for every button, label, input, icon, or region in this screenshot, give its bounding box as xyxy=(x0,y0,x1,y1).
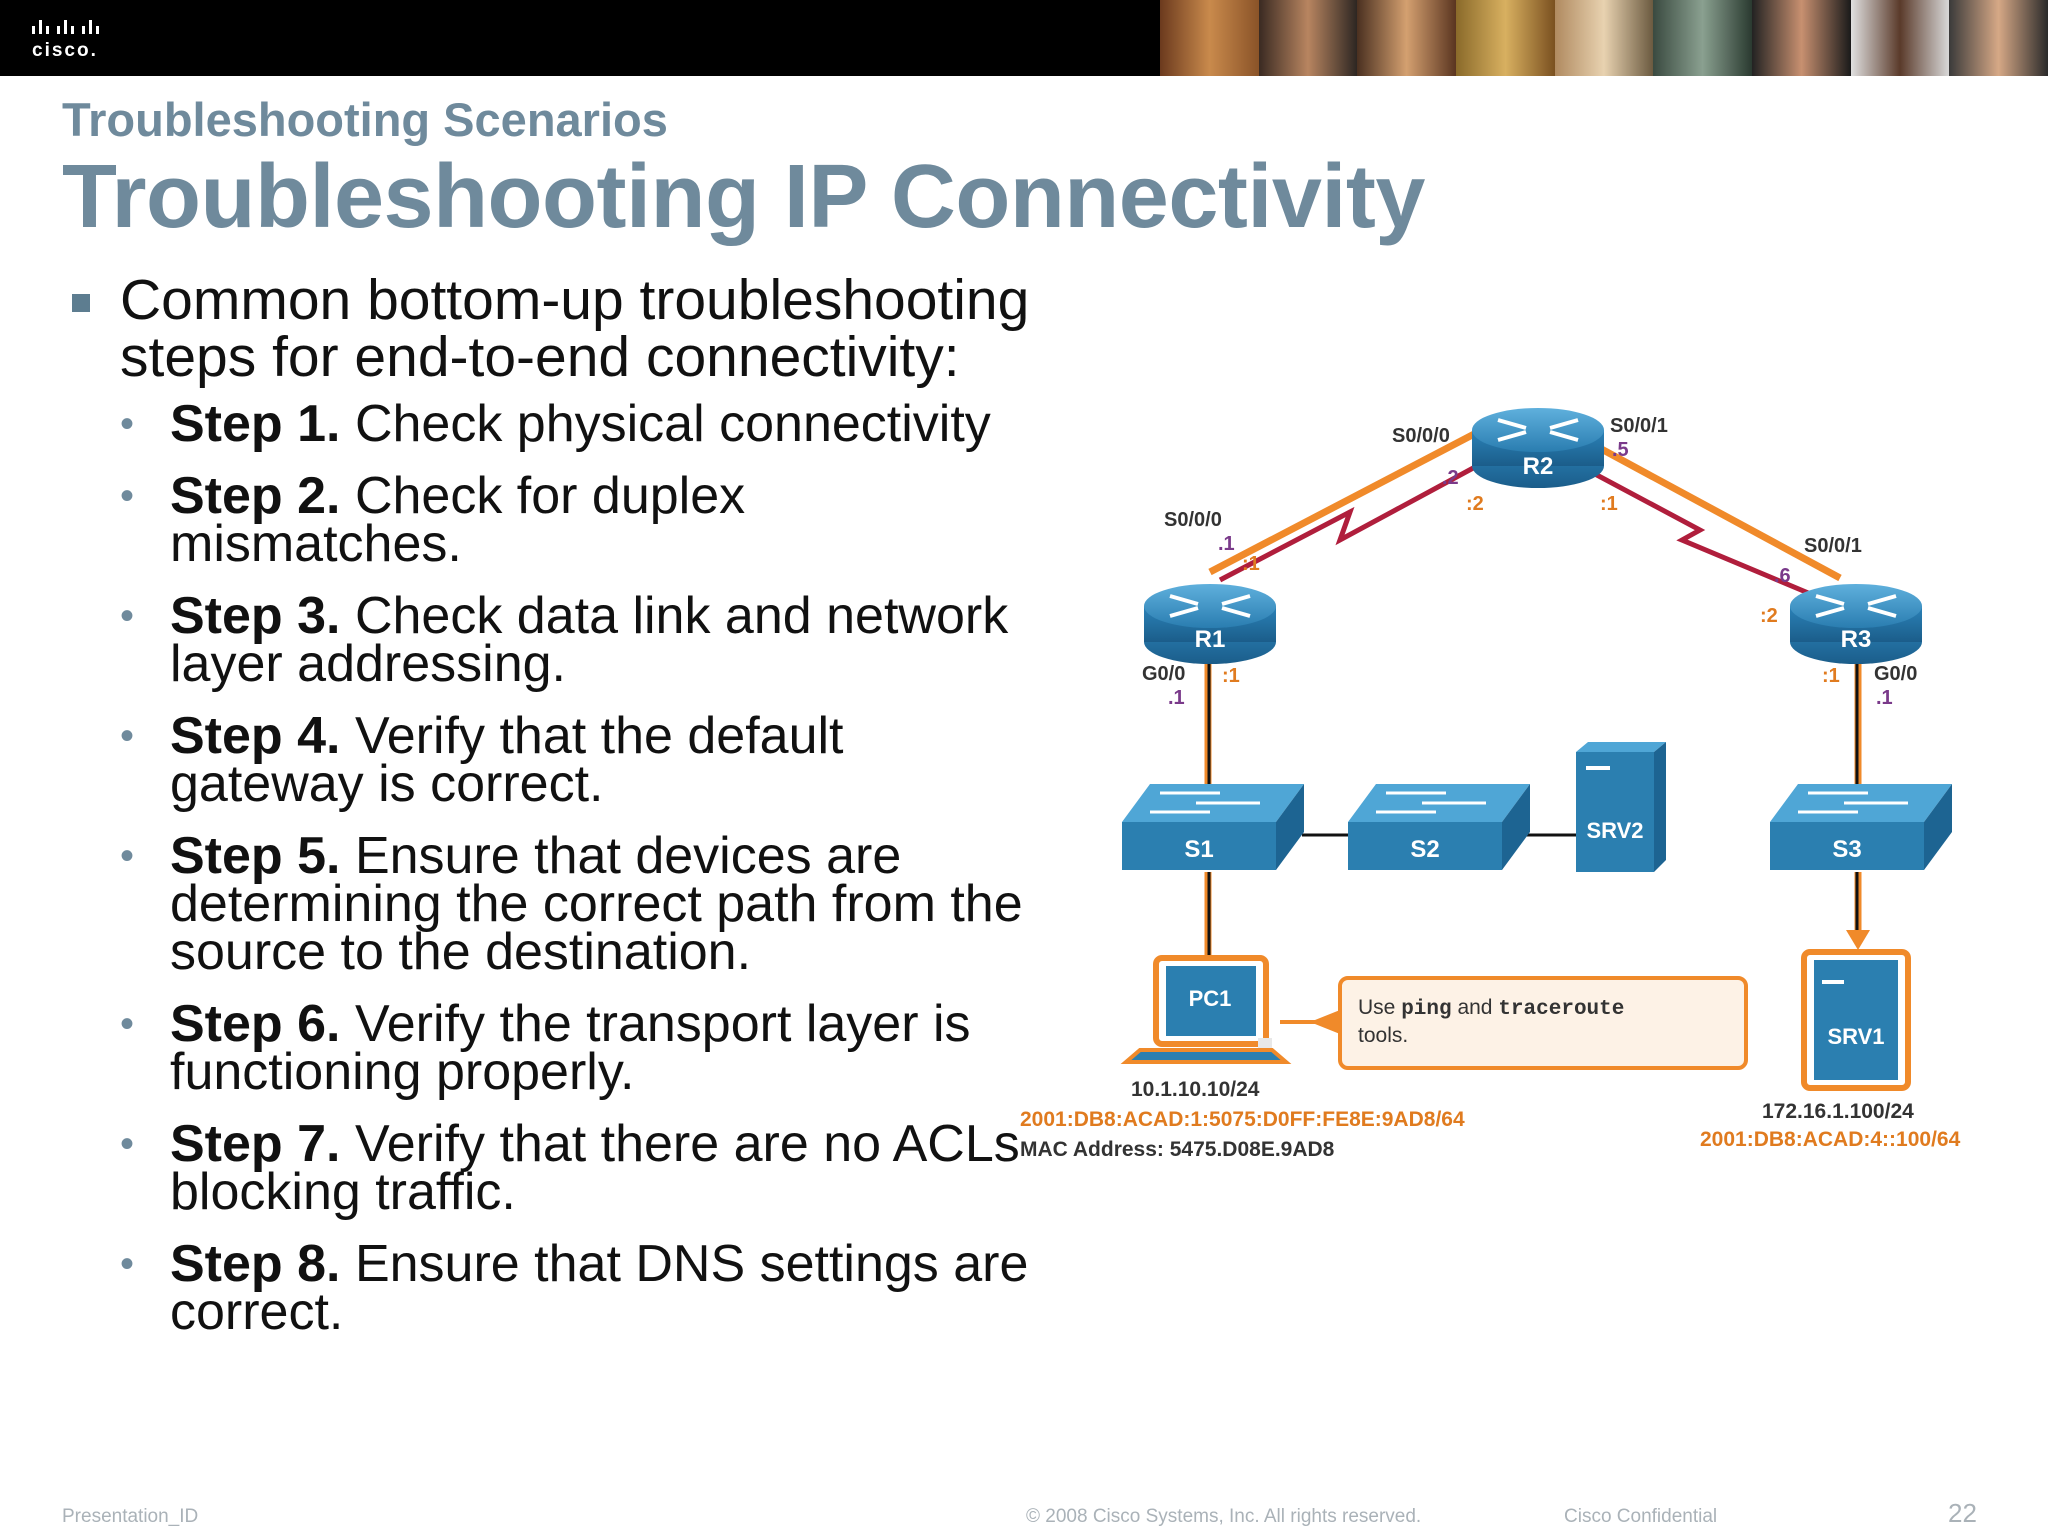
svg-text:S2: S2 xyxy=(1410,836,1439,863)
copyright-notice: © 2008 Cisco Systems, Inc. All rights re… xyxy=(1026,1506,1422,1527)
serial-link-r2-r3 xyxy=(1563,428,1842,603)
cisco-logo: cisco. xyxy=(30,14,120,64)
router-arrows-icon xyxy=(1497,418,1579,442)
svg-text:PC1: PC1 xyxy=(1189,986,1232,1011)
svg-text:.1: .1 xyxy=(1218,533,1235,555)
svg-text:R3: R3 xyxy=(1841,626,1872,653)
svg-text:.1: .1 xyxy=(1168,687,1185,709)
bullet-dot-icon: • xyxy=(120,834,135,878)
svg-text:S1: S1 xyxy=(1184,836,1213,863)
router-arrows-icon xyxy=(1169,594,1251,618)
top-banner: cisco. xyxy=(0,0,2048,76)
svg-text:G0/0: G0/0 xyxy=(1874,663,1917,685)
svg-text:.6: .6 xyxy=(1774,565,1791,587)
confidential-label: Cisco Confidential xyxy=(1564,1506,1718,1527)
page-title: Troubleshooting IP Connectivity xyxy=(62,147,1425,247)
bullet-dot-icon: • xyxy=(120,714,135,758)
switch-arrows-icon xyxy=(1376,791,1486,814)
presentation-id: Presentation_ID xyxy=(62,1506,199,1527)
ping-traceroute-callout: Use ping and traceroute tools. xyxy=(1280,976,1748,1070)
switch-s2: S2 xyxy=(1348,784,1530,870)
bullet-dot-icon: • xyxy=(120,594,135,638)
router-arrows-icon xyxy=(1815,594,1897,618)
page-number: 22 xyxy=(1948,1498,1977,1528)
server-srv2: SRV2 xyxy=(1576,742,1666,872)
slide-body: Common bottom-up troubleshooting steps f… xyxy=(70,272,1040,1360)
section-subtitle: Troubleshooting Scenarios xyxy=(62,93,668,146)
list-item: •Step 5. Ensure that devices are determi… xyxy=(120,827,1023,981)
svg-text:S0/0/1: S0/0/1 xyxy=(1804,535,1862,557)
ethernet-link-r1-s1 xyxy=(1204,660,1212,790)
address-labels: 10.1.10.10/24 2001:DB8:ACAD:1:5075:D0FF:… xyxy=(1020,1078,1961,1161)
bullet-dot-icon: • xyxy=(120,1242,135,1286)
router-r3: R3 xyxy=(1790,584,1922,664)
switch-arrows-icon xyxy=(1150,791,1260,814)
pc-pc1: PC1 xyxy=(1120,955,1292,1064)
list-item: •Step 3. Check data link and network lay… xyxy=(120,587,1009,693)
svg-text:MAC Address: 5475.D08E.9AD8: MAC Address: 5475.D08E.9AD8 xyxy=(1020,1138,1335,1161)
svg-text:tools.: tools. xyxy=(1358,1024,1408,1047)
bullet-dot-icon: • xyxy=(120,474,135,518)
svg-text::1: :1 xyxy=(1222,665,1240,687)
svg-text::1: :1 xyxy=(1242,553,1260,575)
list-item: •Step 8. Ensure that DNS settings are co… xyxy=(120,1235,1029,1341)
list-item: •Step 7. Verify that there are no ACLs b… xyxy=(120,1115,1020,1221)
svg-text:SRV1: SRV1 xyxy=(1827,1024,1884,1049)
steps-list: •Step 1. Check physical connectivity •St… xyxy=(70,395,1040,1341)
switch-arrows-icon xyxy=(1798,791,1908,814)
router-r1: R1 xyxy=(1144,584,1276,664)
list-item: •Step 4. Verify that the default gateway… xyxy=(120,707,844,813)
svg-text:172.16.1.100/24: 172.16.1.100/24 xyxy=(1762,1100,1914,1123)
cisco-bars-icon xyxy=(32,20,99,34)
interface-labels: S0/0/0 .1 :1 G0/0 .1 :1 S0/0/0 .2 :2 S0/… xyxy=(1142,415,1917,709)
svg-text:S3: S3 xyxy=(1832,836,1861,863)
list-item: •Step 2. Check for duplex mismatches. xyxy=(120,467,746,573)
svg-text:G0/0: G0/0 xyxy=(1142,663,1185,685)
svg-text:R1: R1 xyxy=(1195,626,1226,653)
svg-text:S0/0/0: S0/0/0 xyxy=(1392,425,1450,447)
server-srv1: SRV1 xyxy=(1801,949,1911,1091)
banner-photo-strip xyxy=(1160,0,2048,76)
square-bullet-icon xyxy=(72,294,90,312)
svg-text::1: :1 xyxy=(1822,665,1840,687)
intro-text: Common bottom-up troubleshooting steps f… xyxy=(120,268,1030,389)
ethernet-link-s1-pc1 xyxy=(1204,872,1212,960)
list-item: •Step 1. Check physical connectivity xyxy=(120,395,991,453)
bullet-dot-icon: • xyxy=(120,1122,135,1166)
svg-text:.2: .2 xyxy=(1442,467,1459,489)
svg-text::2: :2 xyxy=(1466,493,1484,515)
list-item: •Step 6. Verify the transport layer is f… xyxy=(120,995,971,1101)
intro-bullet: Common bottom-up troubleshooting steps f… xyxy=(70,272,1040,386)
router-r2: R2 xyxy=(1472,408,1604,488)
svg-text:Use ping and traceroute: Use ping and traceroute xyxy=(1358,996,1624,1021)
serial-link-r1-r2 xyxy=(1208,428,1490,583)
svg-text:S0/0/1: S0/0/1 xyxy=(1610,415,1668,437)
svg-text:.1: .1 xyxy=(1876,687,1893,709)
svg-text:R2: R2 xyxy=(1523,453,1554,480)
svg-text:SRV2: SRV2 xyxy=(1586,818,1643,843)
svg-text:.5: .5 xyxy=(1612,439,1629,461)
switch-s3: S3 xyxy=(1770,784,1952,870)
svg-text::1: :1 xyxy=(1600,493,1618,515)
ethernet-link-s3-srv1 xyxy=(1846,872,1870,950)
bullet-dot-icon: • xyxy=(120,1002,135,1046)
network-topology-diagram: R2 R1 R3 S1 xyxy=(1020,408,1961,1161)
bullet-dot-icon: • xyxy=(120,402,135,446)
svg-text::2: :2 xyxy=(1760,605,1778,627)
svg-text:2001:DB8:ACAD:1:5075:D0FF:FE8E: 2001:DB8:ACAD:1:5075:D0FF:FE8E:9AD8/64 xyxy=(1020,1108,1465,1131)
svg-text:10.1.10.10/24: 10.1.10.10/24 xyxy=(1131,1078,1260,1101)
svg-text:2001:DB8:ACAD:4::100/64: 2001:DB8:ACAD:4::100/64 xyxy=(1700,1128,1961,1151)
switch-s1: S1 xyxy=(1122,784,1304,870)
ethernet-link-r3-s3 xyxy=(1854,660,1862,790)
cisco-wordmark: cisco. xyxy=(32,40,98,61)
svg-text:S0/0/0: S0/0/0 xyxy=(1164,509,1222,531)
